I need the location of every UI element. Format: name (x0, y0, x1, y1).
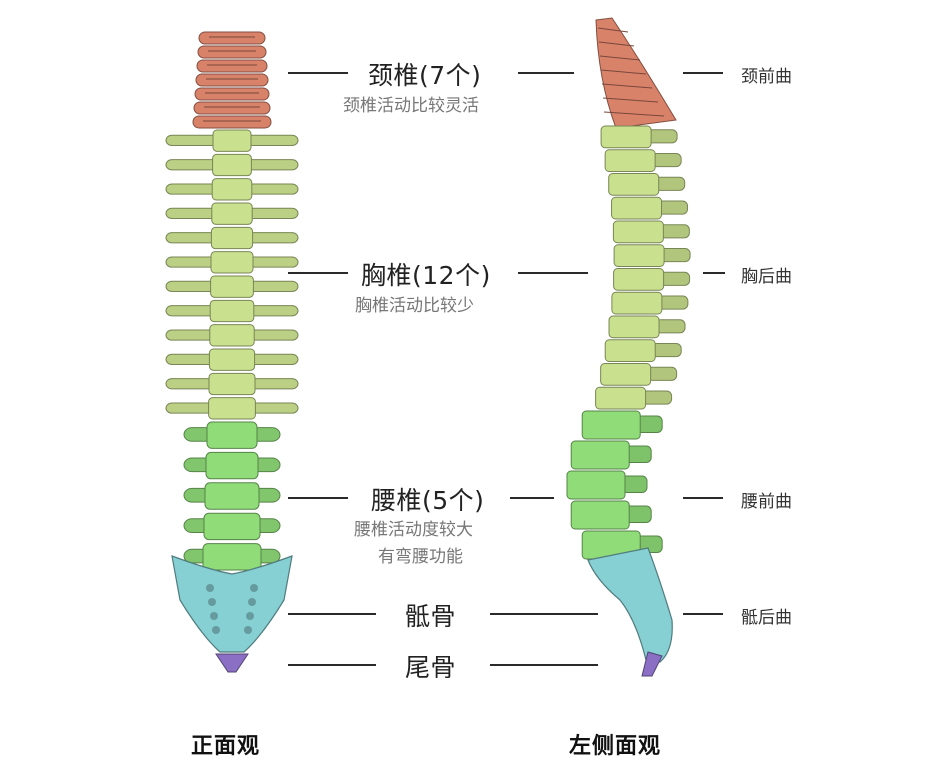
cervical-vertebra-line (600, 69, 647, 75)
leader-line (288, 613, 376, 615)
thoracic-description: 胸椎活动比较少 (355, 296, 474, 316)
thoracic-vertebra (611, 291, 663, 315)
leader-line (683, 72, 723, 74)
thoracic-vertebra (208, 372, 256, 396)
lumbar-vertebra (206, 421, 258, 449)
sacral-foramen (206, 584, 214, 592)
front-view-title: 正面观 (191, 734, 261, 759)
lateral-view-title: 左侧面观 (569, 734, 662, 759)
thoracic-curve-label: 胸后曲 (741, 267, 792, 287)
cervical-vertebra-line (602, 97, 659, 103)
thoracic-vertebra (212, 129, 252, 152)
leader-line (288, 272, 348, 274)
thoracic-vertebra (613, 244, 665, 267)
thoracic-vertebra (608, 315, 660, 339)
lumbar-vertebra (566, 470, 626, 500)
cervical-vertebra-line (599, 55, 641, 61)
coccyx (215, 653, 249, 673)
leader-line (518, 272, 588, 274)
thoracic-vertebra (604, 149, 656, 172)
thoracic-vertebra (210, 226, 254, 250)
lumbar-curve-label: 腰前曲 (741, 492, 792, 512)
cervical-vertebra (196, 59, 268, 73)
thoracic-vertebra (208, 397, 256, 420)
thoracic-vertebra (211, 178, 253, 201)
lumbar-vertebra (581, 410, 641, 440)
sacral-foramen (250, 584, 258, 592)
thoracic-vertebra (604, 339, 656, 362)
thoracic-vertebra (210, 251, 254, 274)
sacrum-lateral (587, 547, 673, 663)
thoracic-vertebra (600, 125, 652, 149)
cervical-vertebra-line (597, 27, 629, 33)
leader-line (683, 497, 723, 499)
lumbar-vertebra (570, 440, 630, 470)
thoracic-vertebra (600, 363, 652, 386)
lumbar-vertebra (570, 500, 630, 530)
leader-line (490, 613, 598, 615)
coccyx-label: 尾骨 (405, 653, 457, 682)
lateral-view-spine (566, 17, 691, 677)
thoracic-vertebra (208, 348, 256, 371)
sacrum (171, 555, 293, 653)
leader-line (288, 72, 348, 74)
lumbar-vertebra (205, 451, 259, 480)
front-view-spine (165, 31, 299, 673)
cervical-vertebra-line (598, 41, 635, 47)
sacral-foramen (210, 612, 218, 620)
cervical-vertebra (197, 45, 267, 59)
thoracic-vertebra (612, 220, 664, 244)
thoracic-vertebra (608, 173, 660, 196)
cervical-vertebra-line (603, 111, 665, 117)
leader-line (288, 497, 348, 499)
cervical-vertebra-line (601, 83, 653, 89)
thoracic-vertebra (209, 324, 255, 347)
lumbar-vertebra (202, 543, 262, 571)
coccyx-lateral (641, 651, 663, 677)
sacrum-label: 骶骨 (405, 602, 457, 631)
leader-line (518, 72, 574, 74)
sacral-foramen (244, 626, 252, 634)
leader-line (703, 272, 725, 274)
sacral-foramen (212, 626, 220, 634)
thoracic-vertebra (209, 299, 255, 323)
cervical-vertebra (194, 87, 270, 101)
sacral-foramen (248, 598, 256, 606)
lumbar-label: 腰椎(5个) (371, 486, 485, 515)
leader-line (490, 664, 598, 666)
cervical-vertebra (198, 31, 266, 45)
cervical-vertebra (193, 101, 271, 115)
lumbar-vertebra (203, 512, 261, 541)
lumbar-description-line-2: 有弯腰功能 (378, 547, 463, 567)
leader-line (288, 664, 376, 666)
leader-line (683, 613, 723, 615)
lumbar-vertebra (204, 482, 260, 510)
thoracic-vertebra (611, 196, 663, 220)
cervical-label: 颈椎(7个) (368, 61, 482, 90)
cervical-vertebra (195, 73, 269, 87)
cervical-description: 颈椎活动比较灵活 (343, 96, 479, 116)
thoracic-vertebra (212, 153, 252, 177)
thoracic-vertebra (613, 268, 665, 291)
thoracic-vertebra (595, 386, 647, 410)
sacral-curve-label: 骶后曲 (741, 608, 792, 628)
lumbar-description-line-1: 腰椎活动度较大 (354, 520, 473, 540)
thoracic-vertebra (210, 275, 254, 298)
cervical-curve-label: 颈前曲 (741, 67, 792, 87)
leader-line (510, 497, 554, 499)
thoracic-label: 胸椎(12个) (361, 261, 491, 290)
sacral-foramen (208, 598, 216, 606)
cervical-vertebra (192, 115, 272, 129)
sacral-foramen (246, 612, 254, 620)
thoracic-vertebra (211, 202, 253, 225)
